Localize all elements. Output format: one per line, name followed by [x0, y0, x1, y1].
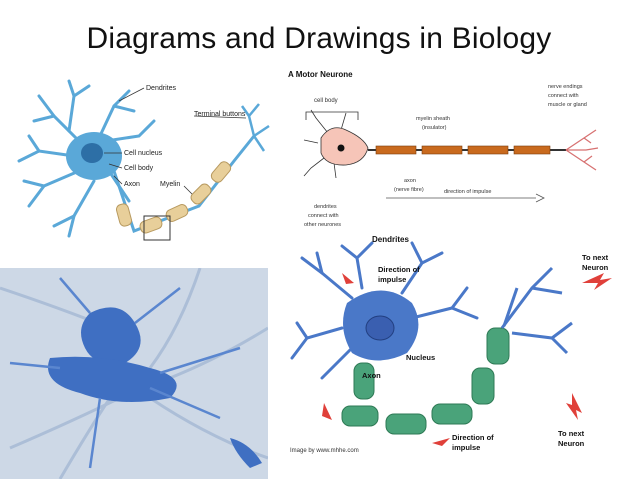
label-axon: Axon	[362, 371, 381, 380]
label-nerve-endings-3: muscle or gland	[548, 102, 587, 108]
motor-cell-body	[320, 127, 369, 166]
impulse-arrows	[322, 273, 612, 446]
label-cell-body: Cell body	[124, 165, 154, 172]
terminal-branches	[240, 103, 270, 152]
label-direction-of-impulse: direction of impulse	[444, 189, 491, 195]
label-terminal-buttons: Terminal buttons	[194, 111, 246, 118]
label-dendrites-1: dendrites	[314, 204, 337, 210]
colored-nucleus	[365, 315, 395, 341]
label-nucleus: Nucleus	[406, 353, 435, 362]
neuron-diagram-3-svg: Dendrites Direction of impulse Nucleus A…	[282, 228, 632, 468]
stained-neuron-micrograph	[0, 268, 268, 479]
cell-processes	[9, 277, 241, 469]
label-cell-body: cell body	[314, 98, 338, 104]
cell-nucleus	[81, 143, 103, 163]
label-direction-2: impulse	[378, 275, 406, 284]
stained-cells	[48, 307, 177, 402]
motor-neurone-title: A Motor Neurone	[288, 70, 353, 79]
label-axon: axon	[404, 178, 416, 184]
colored-dendrites	[290, 241, 479, 380]
zoom-box	[143, 215, 171, 241]
motor-nucleus	[337, 144, 345, 152]
colored-axon-terminals	[500, 266, 573, 355]
label-nerve-fibre: (nerve fibre)	[394, 187, 424, 193]
myelin-segments	[115, 161, 232, 234]
label-cell-nucleus: Cell nucleus	[124, 150, 163, 157]
slide-title: Diagrams and Drawings in Biology	[86, 22, 552, 55]
label-next-bottom-2: Neuron	[558, 439, 585, 448]
label-dendrites: Dendrites	[372, 235, 409, 244]
label-dendrites-3: other neurones	[304, 222, 341, 228]
label-direction-1: Direction of	[378, 265, 420, 274]
micrograph-svg	[0, 268, 268, 479]
label-nerve-endings-1: nerve endings	[548, 84, 583, 90]
dendrite-branches	[17, 79, 156, 238]
motor-myelin	[375, 145, 551, 155]
green-myelin-segments	[341, 327, 510, 435]
label-myelin-sheath: myelin sheath	[416, 116, 450, 122]
label-axon: Axon	[124, 181, 140, 188]
label-next-top-2: Neuron	[582, 263, 609, 272]
leader-lines	[104, 87, 247, 195]
partial-cell	[230, 438, 262, 468]
motor-neurone-diagram: A Motor Neurone cell body nerve endings …	[286, 68, 626, 238]
label-insulator: (insulator)	[422, 125, 447, 131]
label-direction-b1: Direction of	[452, 433, 494, 442]
label-direction-b2: impulse	[452, 443, 480, 452]
label-dendrites-2: connect with	[308, 213, 339, 219]
neuron-diagram-1-svg: Dendrites Terminal buttons Cell nucleus …	[14, 76, 272, 258]
motor-nerve-endings	[565, 129, 599, 171]
direction-arrow-head	[535, 193, 545, 203]
image-credit: Image by www.mhhe.com	[290, 448, 359, 454]
neuron-diagram-colored: Dendrites Direction of impulse Nucleus A…	[282, 228, 632, 468]
label-next-top-1: To next	[582, 253, 609, 262]
motor-neurone-svg: A Motor Neurone cell body nerve endings …	[286, 68, 626, 238]
label-dendrites: Dendrites	[146, 85, 176, 92]
cell-body-bracket	[305, 111, 359, 120]
label-nerve-endings-2: connect with	[548, 93, 579, 99]
neuron-diagram-labeled: Dendrites Terminal buttons Cell nucleus …	[14, 76, 272, 258]
label-myelin: Myelin	[160, 181, 180, 188]
label-next-bottom-1: To next	[558, 429, 585, 438]
motor-dendrites	[303, 109, 347, 179]
